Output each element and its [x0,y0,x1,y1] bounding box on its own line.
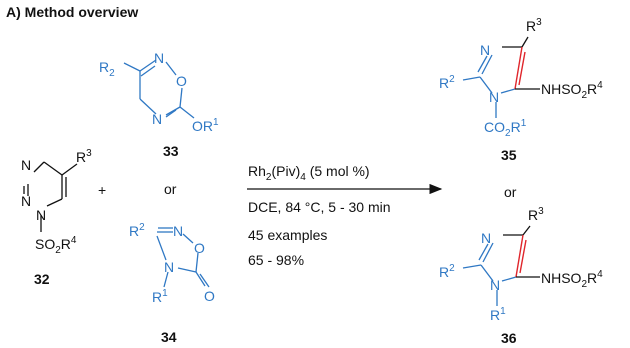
svg-text:R2: R2 [439,74,455,91]
conditions-line-2: 45 examples [248,227,327,243]
method-overview-heading: A) Method overview [6,4,138,20]
catalyst-label: Rh2(Piv)4 (5 mol %) [248,163,370,183]
svg-text:R2: R2 [439,263,455,280]
or-right: or [504,184,517,200]
svg-text:R2: R2 [129,222,145,239]
svg-text:OR1: OR1 [192,117,219,134]
reaction-conditions: Rh2(Piv)4 (5 mol %) DCE, 84 °C, 5 - 30 m… [247,163,443,268]
svg-text:R3: R3 [76,148,92,165]
svg-text:NHSO2R4: NHSO2R4 [541,80,603,101]
svg-text:N: N [489,89,499,105]
conditions-line-1: DCE, 84 °C, 5 - 30 min [248,199,391,215]
svg-text:N: N [36,207,46,223]
svg-text:N: N [480,42,490,58]
conditions-line-3: 65 - 98% [248,252,304,268]
svg-text:N: N [173,223,183,239]
svg-text:CO2R1: CO2R1 [484,118,527,139]
svg-text:N: N [164,259,174,275]
svg-text:R1: R1 [152,288,168,305]
svg-text:R1: R1 [490,306,506,323]
svg-text:R3: R3 [526,17,542,34]
svg-text:R2: R2 [99,59,115,79]
compound-36-label: 36 [501,330,517,346]
compound-34-label: 34 [161,329,177,345]
compound-33-label: 33 [163,143,179,159]
or-left: or [164,181,177,197]
svg-text:N: N [154,50,164,66]
svg-text:N: N [21,193,31,209]
compound-36-structure: N N R3 R2 NHSO2R4 R1 [439,206,603,323]
plus-sign: + [98,182,106,198]
svg-text:N: N [21,157,31,173]
compound-32-label: 32 [34,271,50,287]
compound-32-structure: N N N R3 SO2R4 [21,148,92,256]
compound-33-structure: R2 N O N OR1 [99,50,219,134]
svg-text:O: O [176,73,187,89]
compound-34-structure: R2 N O N R1 O [129,222,215,305]
svg-text:N: N [481,230,491,246]
compound-35-structure: N N R3 R2 NHSO2R4 CO2R1 [439,17,603,139]
svg-text:NHSO2R4: NHSO2R4 [541,269,603,290]
compound-35-label: 35 [501,147,517,163]
svg-text:O: O [204,288,215,304]
svg-text:R3: R3 [528,206,544,223]
svg-text:SO2R4: SO2R4 [35,235,77,256]
svg-text:O: O [194,240,205,256]
svg-text:N: N [490,277,500,293]
svg-text:N: N [152,111,162,127]
